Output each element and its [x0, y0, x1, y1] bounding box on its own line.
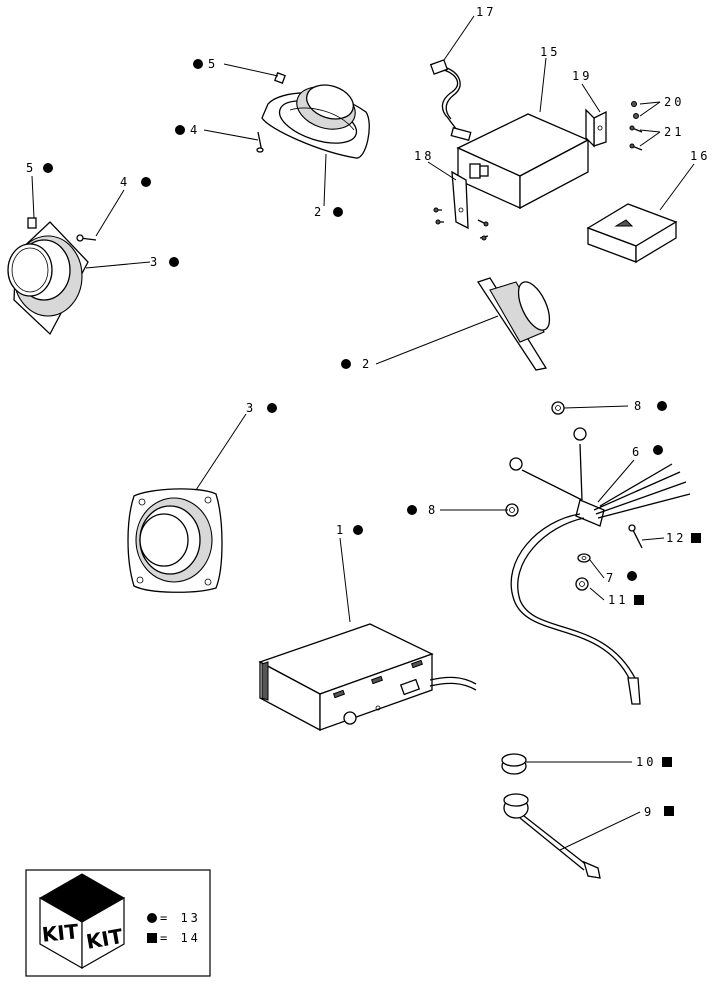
svg-text:8: 8 [634, 399, 644, 413]
svg-text:8: 8 [428, 503, 438, 517]
svg-text:9: 9 [644, 805, 654, 819]
circle-marker [657, 401, 667, 411]
square-marker [662, 757, 672, 767]
callout-c3a: 3 [150, 255, 179, 269]
part-2-oval-speaker-top [261, 84, 370, 159]
part-9-antenna-cable [503, 793, 601, 879]
callout-c9: 9 [644, 805, 674, 819]
svg-text:6: 6 [632, 445, 642, 459]
legend-box: KIT KIT = 13 = 14 [25, 869, 211, 977]
svg-text:16: 16 [690, 149, 710, 163]
callout-c10: 10 [636, 755, 672, 769]
callout-c8b: 8 [407, 503, 438, 517]
leader-lines [31, 15, 695, 851]
part-4-screw-top [256, 131, 264, 153]
square-marker [664, 806, 674, 816]
svg-text:21: 21 [664, 125, 684, 139]
callout-c6: 6 [632, 445, 663, 459]
callout-c19: 19 [572, 69, 592, 83]
callout-c8a: 8 [634, 399, 667, 413]
square-marker [634, 595, 644, 605]
part-8-nut-lower [505, 503, 519, 517]
part-19-bracket [585, 108, 607, 148]
part-12-screw [628, 524, 643, 549]
callout-c11: 11 [608, 593, 644, 607]
callout-c20: 20 [664, 95, 684, 109]
callout-c4b: 4 [120, 175, 151, 189]
circle-marker [333, 207, 343, 217]
part-6-antenna-mount [509, 427, 691, 705]
circle-marker [175, 125, 185, 135]
circle-marker [193, 59, 203, 69]
svg-text:4: 4 [120, 175, 130, 189]
callout-c4a: 4 [175, 123, 200, 137]
part-4-screw-left [76, 234, 97, 242]
callout-c7: 7 [606, 571, 637, 585]
part-8-nut-upper [551, 401, 565, 415]
part-2-oval-speaker-side [476, 277, 551, 371]
svg-text:20: 20 [664, 95, 684, 109]
svg-text:12: 12 [666, 531, 686, 545]
part-7-washer [577, 553, 591, 563]
square-marker [147, 933, 157, 943]
circle-marker [341, 359, 351, 369]
part-3-square-speaker-middle [127, 488, 223, 593]
svg-text:3: 3 [246, 401, 256, 415]
svg-text:5: 5 [26, 161, 36, 175]
part-17-harness [429, 59, 472, 141]
callout-c5a: 5 [193, 57, 218, 71]
circle-marker [141, 177, 151, 187]
svg-text:18: 18 [414, 149, 434, 163]
callout-c2a: 2 [314, 205, 343, 219]
circle-marker [267, 403, 277, 413]
callout-c1: 1 [336, 523, 363, 537]
circle-marker [627, 571, 637, 581]
circle-marker [353, 525, 363, 535]
legend-square-entry: = 14 [147, 931, 201, 945]
svg-text:5: 5 [208, 57, 218, 71]
circle-marker [653, 445, 663, 455]
svg-text:= 14: = 14 [160, 931, 201, 945]
svg-text:10: 10 [636, 755, 656, 769]
legend-circle-entry: = 13 [147, 911, 201, 925]
part-15-module [456, 113, 590, 210]
callout-c15: 15 [540, 45, 560, 59]
square-marker [691, 533, 701, 543]
svg-text:2: 2 [314, 205, 324, 219]
part-1-radio [258, 623, 477, 732]
part-11-nut [575, 577, 589, 591]
part-3-square-speaker-left [7, 221, 89, 336]
callout-c5b: 5 [26, 161, 53, 175]
part-16-cover [586, 203, 678, 264]
svg-text:19: 19 [572, 69, 592, 83]
svg-text:1: 1 [336, 523, 346, 537]
circle-marker [169, 257, 179, 267]
part-10-grommet [501, 753, 527, 775]
svg-text:17: 17 [476, 5, 496, 19]
circle-marker [43, 163, 53, 173]
svg-text:7: 7 [606, 571, 616, 585]
part-20-21-screws [629, 101, 643, 151]
part-5-clip-top [274, 72, 286, 84]
svg-text:3: 3 [150, 255, 160, 269]
callout-c12: 12 [666, 531, 701, 545]
part-18-bracket [433, 170, 489, 241]
callout-c18: 18 [414, 149, 434, 163]
kit-cube-icon: KIT KIT [38, 873, 126, 970]
callout-c2b: 2 [341, 357, 372, 371]
callout-c16: 16 [690, 149, 710, 163]
circle-marker [147, 913, 157, 923]
svg-text:KIT: KIT [41, 919, 80, 947]
svg-text:2: 2 [362, 357, 372, 371]
callout-c17: 17 [476, 5, 496, 19]
callout-c21: 21 [664, 125, 684, 139]
callout-c3b: 3 [246, 401, 277, 415]
svg-text:15: 15 [540, 45, 560, 59]
svg-text:4: 4 [190, 123, 200, 137]
svg-text:= 13: = 13 [160, 911, 201, 925]
svg-text:11: 11 [608, 593, 628, 607]
part-5-clip-left [27, 217, 37, 229]
circle-marker [407, 505, 417, 515]
